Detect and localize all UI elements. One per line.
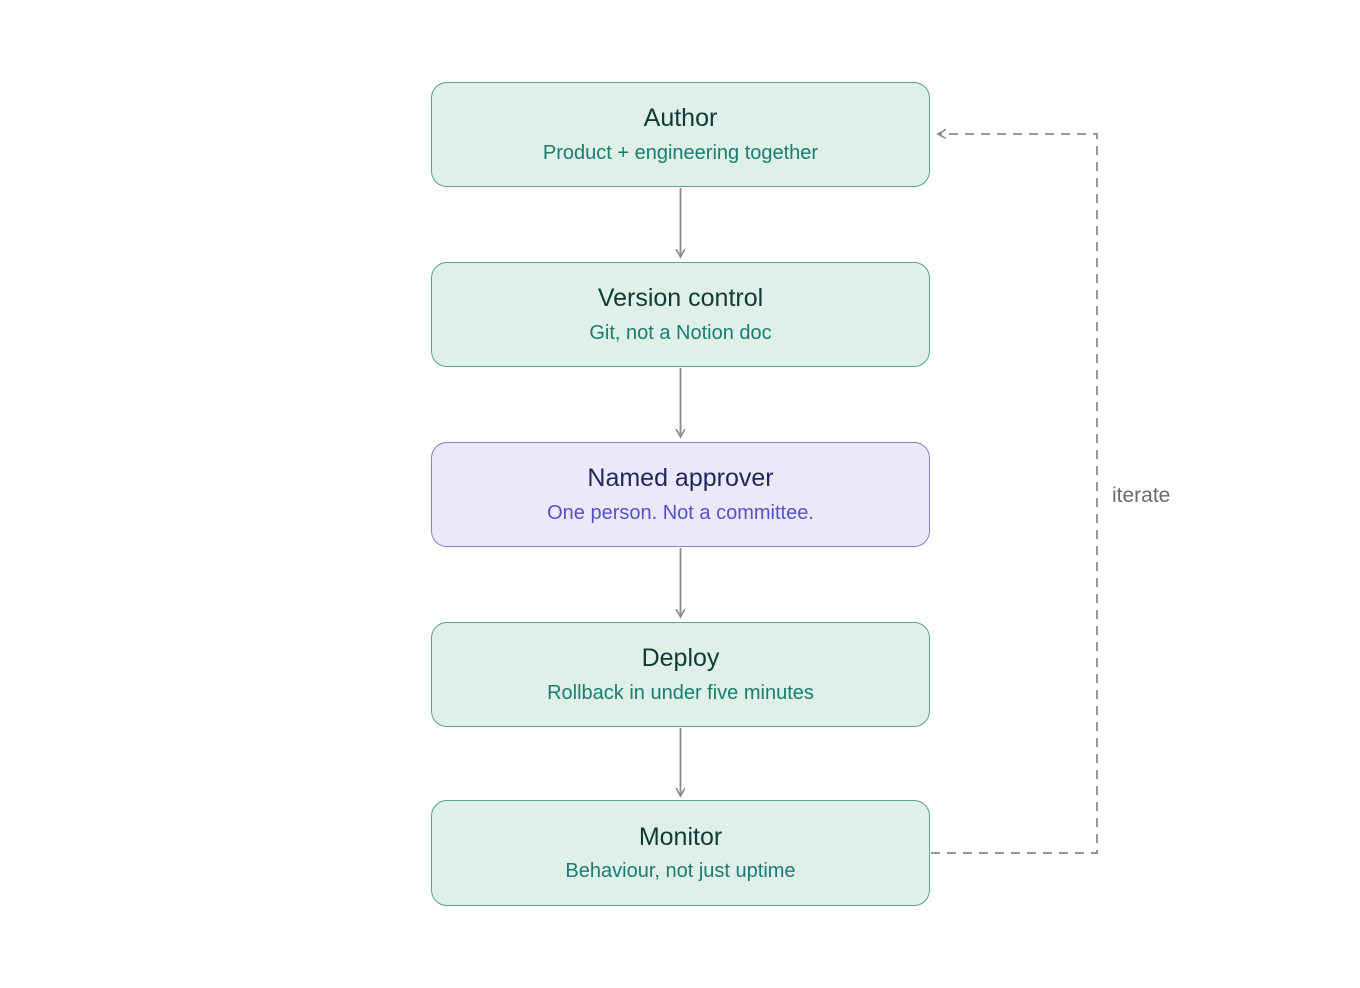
node-named-approver[interactable]: Named approver One person. Not a committ…	[431, 442, 930, 547]
node-deploy-title: Deploy	[641, 644, 720, 673]
node-monitor-subtitle: Behaviour, not just uptime	[565, 860, 796, 883]
node-author-subtitle: Product + engineering together	[542, 141, 819, 164]
node-named-approver-subtitle: One person. Not a committee.	[547, 501, 814, 524]
node-monitor-title: Monitor	[638, 822, 723, 851]
node-author[interactable]: Author Product + engineering together	[431, 82, 930, 187]
node-deploy-subtitle: Rollback in under five minutes	[547, 681, 814, 704]
node-monitor[interactable]: Monitor Behaviour, not just uptime	[431, 800, 930, 906]
node-version-control-title: Version control	[597, 284, 764, 313]
node-named-approver-title: Named approver	[587, 464, 774, 493]
node-author-title: Author	[643, 104, 718, 133]
node-version-control-subtitle: Git, not a Notion doc	[589, 321, 772, 344]
iterate-edge-label: iterate	[1112, 484, 1171, 507]
edge-monitor-to-author-iterate	[931, 134, 1098, 854]
node-version-control[interactable]: Version control Git, not a Notion doc	[431, 262, 930, 367]
node-deploy[interactable]: Deploy Rollback in under five minutes	[431, 622, 930, 727]
